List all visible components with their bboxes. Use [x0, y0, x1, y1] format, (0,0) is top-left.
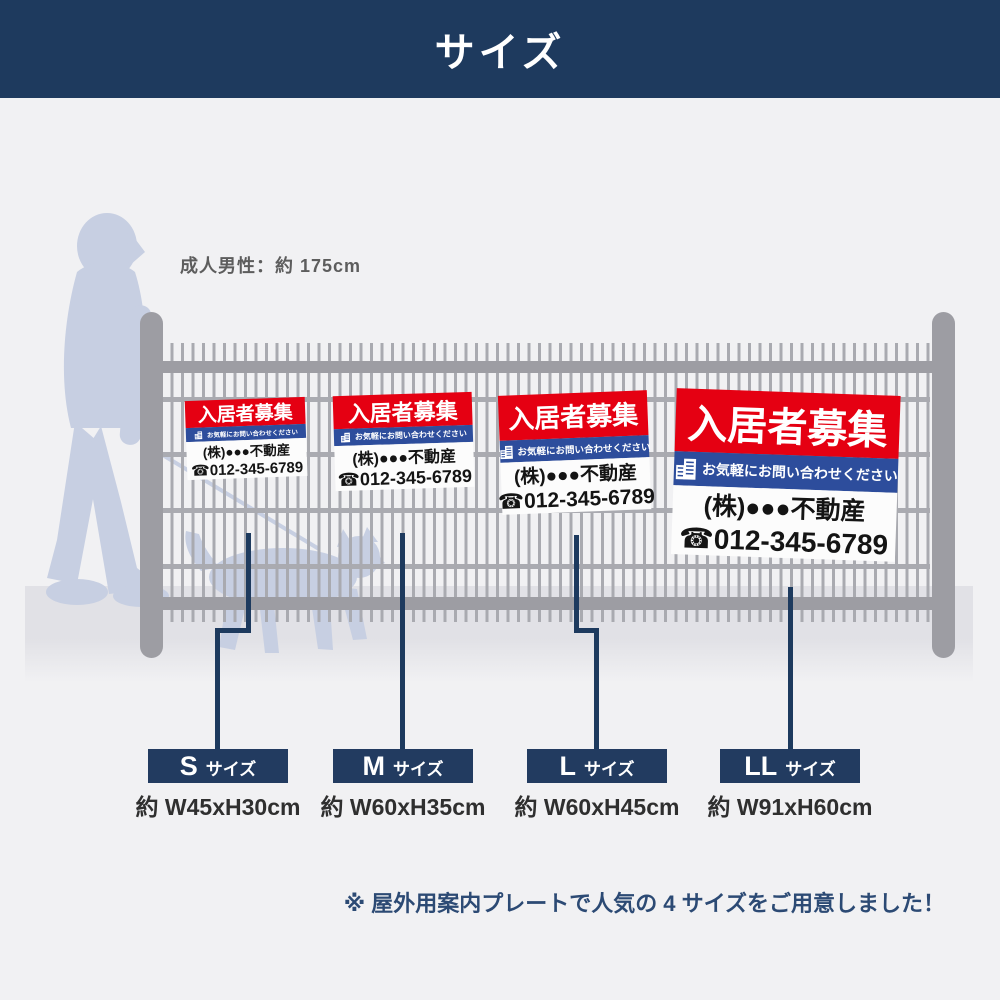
sign-s-size: 入居者募集 お気軽にお問い合わせください (株)●●●不動産 ☎012-345-…: [184, 396, 308, 481]
dimensions-l: 約 W60xH45cm: [514, 794, 680, 820]
fence-post-left: [140, 312, 163, 658]
building-icon: [499, 445, 513, 459]
sign-contact-strip: お気軽にお問い合わせください: [185, 423, 307, 443]
building-icon: [194, 430, 203, 439]
sign-headline: 入居者募集: [497, 390, 649, 441]
phone-icon: ☎: [678, 522, 715, 555]
size-code: L: [559, 750, 577, 781]
sign-contact-text: お気軽にお問い合わせください: [517, 442, 651, 459]
leader-ll-vertical: [788, 587, 793, 749]
leader-l-vertical-lower: [594, 628, 599, 749]
size-code: LL: [744, 750, 778, 781]
fence-bottom-rail: [150, 597, 945, 610]
sign-contact-text: お気軽にお問い合わせください: [354, 429, 468, 442]
sign-body: (株)●●●不動産 ☎012-345-6789: [186, 437, 308, 481]
sign-contact-text: お気軽にお問い合わせください: [701, 461, 899, 484]
leader-l-vertical-upper: [574, 535, 579, 633]
sign-company: (株)●●●不動産: [703, 492, 867, 526]
fence-post-right: [932, 312, 955, 658]
size-unit: サイズ: [785, 760, 836, 779]
sign-contact-strip: お気軽にお問い合わせください: [673, 451, 899, 493]
sign-contact-strip: お気軽にお問い合わせください: [499, 435, 651, 463]
phone-icon: ☎: [190, 462, 211, 480]
size-unit: サイズ: [584, 760, 635, 779]
dimensions-s: 約 W45xH30cm: [135, 794, 301, 820]
fence-top-rail: [150, 361, 945, 373]
phone-icon: ☎: [497, 489, 525, 514]
sign-body: (株)●●●不動産 ☎012-345-6789: [497, 457, 655, 515]
leader-l-horizontal: [574, 628, 599, 633]
page-header: サイズ: [0, 0, 1000, 98]
phone-number: 012-345-6789: [359, 465, 473, 490]
sign-headline: 入居者募集: [184, 396, 306, 429]
leader-s-vertical-lower: [215, 628, 220, 749]
size-label-s: S サイズ: [148, 749, 288, 783]
phone-icon: ☎: [337, 469, 361, 491]
dimensions-m: 約 W60xH35cm: [320, 794, 486, 820]
size-label-m: M サイズ: [333, 749, 473, 783]
sign-l-size: 入居者募集 お気軽にお問い合わせください (株)●●●不動産 ☎012-345-…: [497, 390, 655, 515]
footer-note: ※ 屋外用案内プレートで人気の 4 サイズをご用意しました！: [343, 891, 945, 916]
sign-ll-size: 入居者募集 お気軽にお問い合わせください (株)●●●不動産 ☎012-345-…: [670, 388, 901, 562]
building-icon: [340, 432, 351, 443]
sign-company: (株)●●●不動産: [352, 448, 457, 469]
size-label-ll: LL サイズ: [720, 749, 860, 783]
sign-contact-text: お気軽にお問い合わせください: [206, 429, 299, 440]
size-label-l: L サイズ: [527, 749, 667, 783]
size-unit: サイズ: [205, 760, 257, 779]
size-unit: サイズ: [393, 760, 444, 779]
sign-headline: 入居者募集: [332, 391, 473, 430]
size-code: M: [362, 750, 386, 781]
size-code: S: [179, 750, 198, 781]
leader-s-horizontal: [215, 628, 251, 633]
sign-phone: ☎012-345-6789: [337, 466, 472, 491]
sign-body: (株)●●●不動産 ☎012-345-6789: [670, 485, 898, 562]
building-icon: [675, 458, 697, 480]
sign-contact-strip: お気軽にお問い合わせください: [333, 424, 474, 447]
leader-s-vertical-upper: [246, 533, 251, 633]
dimensions-ll: 約 W91xH60cm: [707, 794, 873, 820]
leader-m-vertical: [400, 533, 405, 749]
page-title: サイズ: [434, 31, 566, 75]
sign-headline: 入居者募集: [674, 388, 901, 459]
height-caption: 成人男性：約 175cm: [180, 256, 362, 276]
phone-number: 012-345-6789: [713, 523, 889, 561]
phone-number: 012-345-6789: [209, 459, 304, 480]
phone-number: 012-345-6789: [523, 484, 656, 513]
sign-m-size: 入居者募集 お気軽にお問い合わせください (株)●●●不動産 ☎012-345-…: [332, 391, 475, 492]
sign-body: (株)●●●不動産 ☎012-345-6789: [334, 441, 475, 492]
